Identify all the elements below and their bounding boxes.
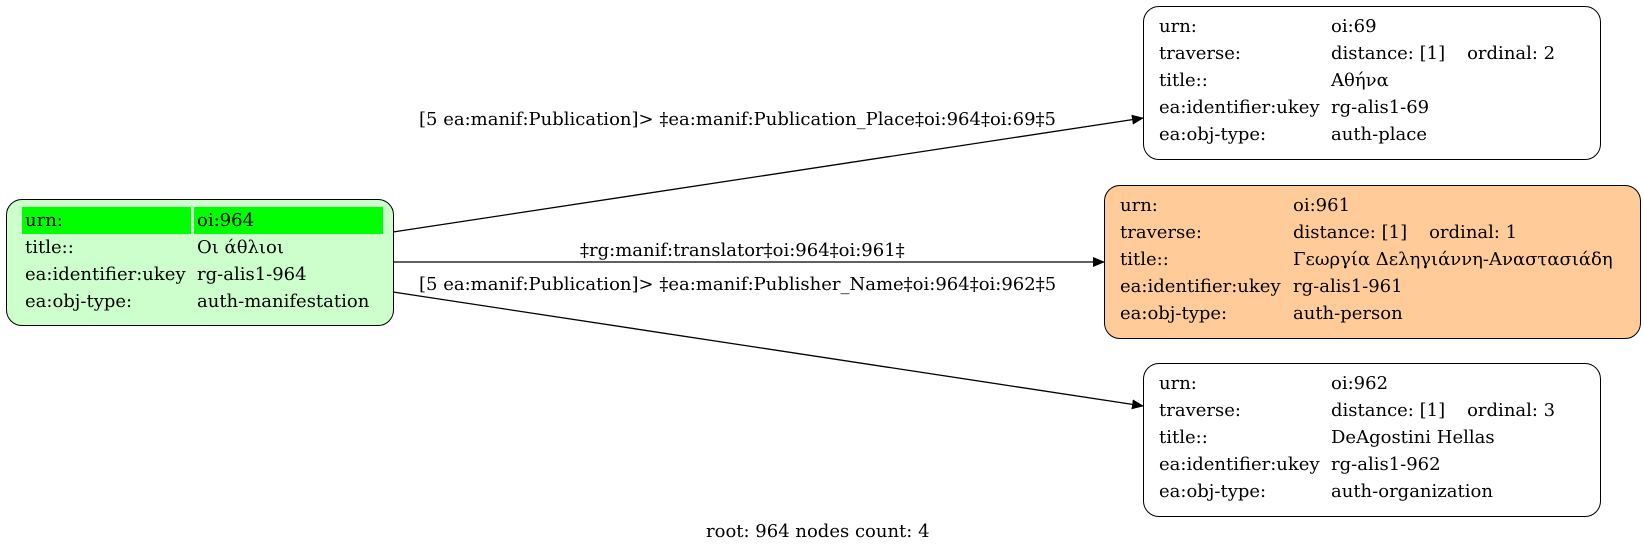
traverse-distance: distance: [1] [1331,43,1446,64]
row-value: oi:962 [1331,373,1389,394]
row-value: distance: [1] ordinal: 1 [1290,219,1616,246]
row-value: oi:69 [1331,16,1377,37]
node-row-obj-type: ea:obj-type: auth-person [1117,300,1616,327]
row-value: distance: [1] ordinal: 2 [1328,40,1558,67]
node-row-urn: urn: oi:69 [1156,13,1558,40]
node-row-title: title:: Γεωργία Δεληγιάννη-Αναστασιάδη [1117,246,1616,273]
node-row-urn: urn: oi:962 [1156,370,1558,397]
node-row-traverse: traverse: distance: [1] ordinal: 1 [1117,219,1616,246]
row-value: Αθήνα [1331,70,1389,91]
node-root-oi-964[interactable]: urn: oi:964 title:: Οι άθλιοι ea:identif… [6,199,394,326]
row-value: auth-person [1293,303,1403,324]
row-key: ea:identifier:ukey [25,264,186,285]
row-key: title:: [1159,427,1208,448]
row-value: rg-alis1-964 [197,264,307,285]
row-key: traverse: [1120,222,1202,243]
row-value: Οι άθλιοι [197,237,284,258]
row-key: ea:obj-type: [1159,124,1267,145]
row-key: title:: [1159,70,1208,91]
node-row-identifier: ea:identifier:ukey rg-alis1-964 [22,261,383,288]
node-row-traverse: traverse: distance: [1] ordinal: 2 [1156,40,1558,67]
edge-line-to-organization [392,291,1144,410]
row-key: ea:obj-type: [1120,303,1228,324]
row-key: ea:identifier:ukey [1159,454,1320,475]
node-row-title: title:: Οι άθλιοι [22,234,383,261]
node-row-title: title:: DeAgostini Hellas [1156,424,1558,451]
graph-footer-caption: root: 964 nodes count: 4 [706,521,930,542]
row-key: traverse: [1159,43,1241,64]
node-row-urn: urn: oi:964 [22,207,383,234]
row-key: ea:obj-type: [1159,481,1267,502]
edge-label-translator: ‡rg:manif:translator‡oi:964‡oi:961‡ [580,240,905,261]
edge-label-publisher-name: [5 ea:manif:Publication]> ‡ea:manif:Publ… [419,274,1057,295]
row-key: ea:identifier:ukey [1159,97,1320,118]
row-value: auth-organization [1331,481,1493,502]
row-value: oi:961 [1293,195,1351,216]
row-key: urn: [22,207,191,234]
row-value: auth-manifestation [197,291,370,312]
row-value: Γεωργία Δεληγιάννη-Αναστασιάδη [1293,249,1613,270]
node-row-obj-type: ea:obj-type: auth-organization [1156,478,1558,505]
row-key: title:: [25,237,74,258]
node-row-identifier: ea:identifier:ukey rg-alis1-69 [1156,94,1558,121]
row-value: auth-place [1331,124,1427,145]
node-place-oi-69[interactable]: urn: oi:69 traverse: distance: [1] ordina… [1143,6,1601,160]
node-row-identifier: ea:identifier:ukey rg-alis1-961 [1117,273,1616,300]
row-key: title:: [1120,249,1169,270]
traverse-ordinal: ordinal: 3 [1467,400,1556,421]
row-key: urn: [1159,16,1197,37]
node-row-identifier: ea:identifier:ukey rg-alis1-962 [1156,451,1558,478]
row-value: rg-alis1-69 [1331,97,1430,118]
traverse-ordinal: ordinal: 1 [1429,222,1518,243]
edge-line-to-place [392,114,1144,233]
node-row-obj-type: ea:obj-type: auth-place [1156,121,1558,148]
edge-label-publication-place: [5 ea:manif:Publication]> ‡ea:manif:Publ… [419,109,1056,130]
node-row-title: title:: Αθήνα [1156,67,1558,94]
traverse-ordinal: ordinal: 2 [1467,43,1556,64]
node-person-oi-961[interactable]: urn: oi:961 traverse: distance: [1] ordin… [1104,185,1641,339]
node-organization-oi-962[interactable]: urn: oi:962 traverse: distance: [1] ordin… [1143,363,1601,517]
row-key: ea:obj-type: [25,291,133,312]
traverse-distance: distance: [1] [1331,400,1446,421]
row-value: rg-alis1-962 [1331,454,1441,475]
row-key: ea:identifier:ukey [1120,276,1281,297]
row-key: urn: [1159,373,1197,394]
row-value: rg-alis1-961 [1293,276,1403,297]
row-value: distance: [1] ordinal: 3 [1328,397,1558,424]
row-value: DeAgostini Hellas [1331,427,1495,448]
row-key: urn: [1120,195,1158,216]
node-row-traverse: traverse: distance: [1] ordinal: 3 [1156,397,1558,424]
node-row-urn: urn: oi:961 [1117,192,1616,219]
traverse-distance: distance: [1] [1293,222,1408,243]
row-key: traverse: [1159,400,1241,421]
node-row-obj-type: ea:obj-type: auth-manifestation [22,288,383,315]
row-value: oi:964 [194,207,383,234]
